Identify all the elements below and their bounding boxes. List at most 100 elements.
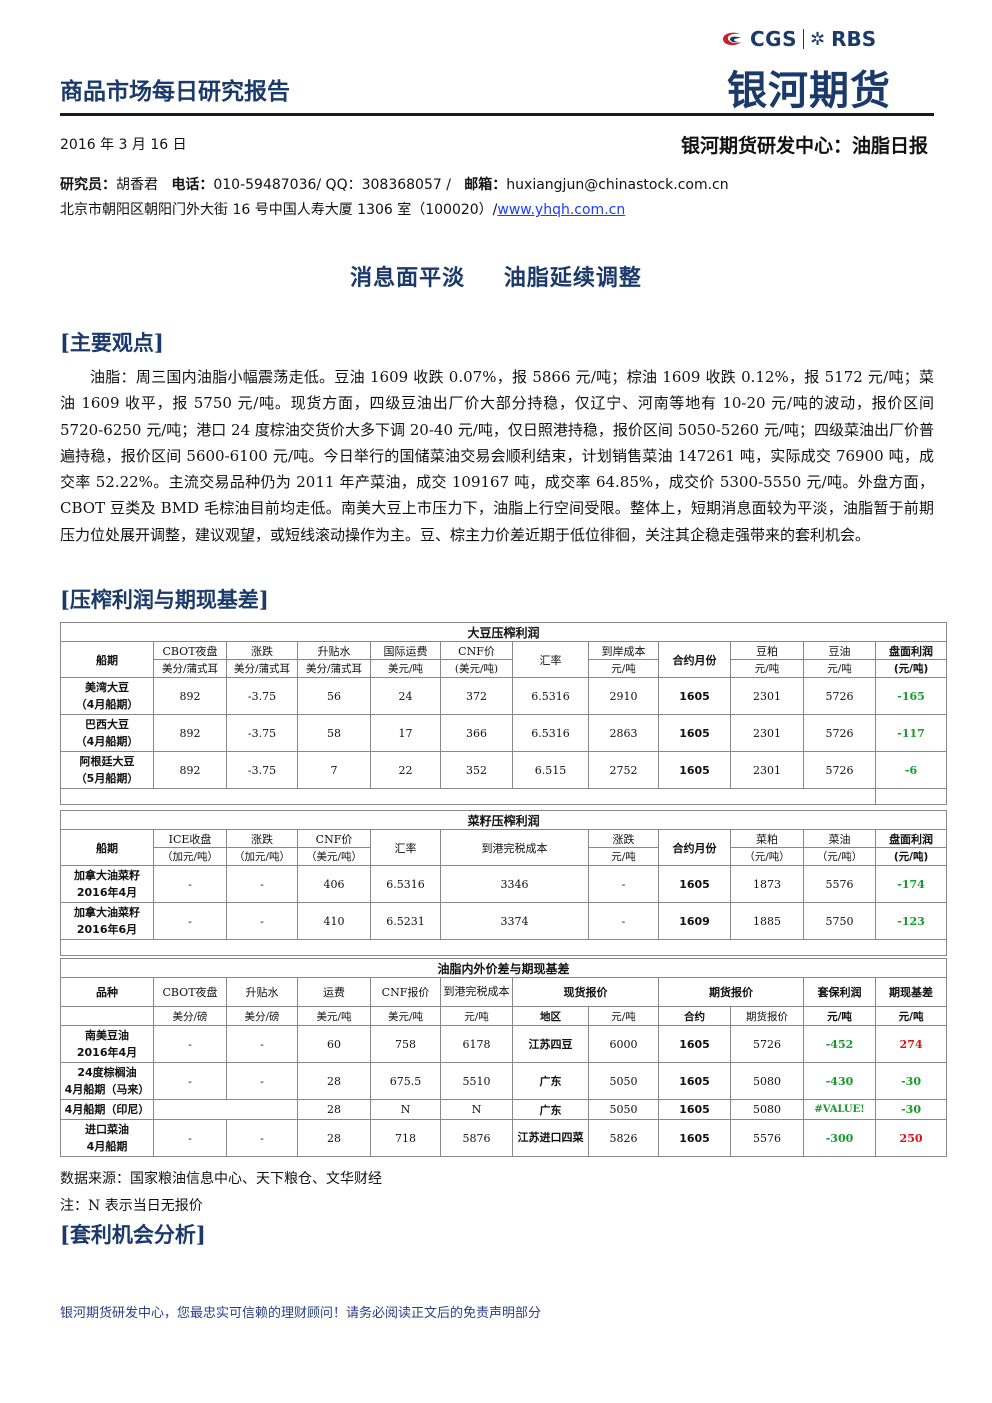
cell: 366 [440, 714, 513, 752]
cell: 352 [440, 751, 513, 789]
cell: 892 [153, 677, 227, 715]
cell: - [226, 865, 298, 903]
unit-cost: 元/吨 [588, 659, 659, 678]
th-cnf: CNF价 [297, 829, 371, 848]
cell: 892 [153, 714, 227, 752]
basis-table-title: 油脂内外价差与期现基差 [59, 958, 948, 978]
soy-table-title: 大豆压榨利润 [59, 622, 948, 642]
rapeseed-table-title: 菜籽压榨利润 [59, 810, 948, 830]
th-profit: 盘面利润 [874, 829, 948, 848]
unit-hedge: 元/吨 [803, 1006, 876, 1026]
cell: 1605 [658, 1119, 731, 1157]
table-row: 巴西大豆（4月船期） 892 -3.75 58 17 366 6.5316 28… [60, 714, 948, 752]
logo-separator [803, 29, 804, 49]
cell: 22 [370, 751, 441, 789]
cell: 5080 [730, 1099, 804, 1120]
th-cnf: CNF报价 [370, 977, 441, 1007]
cell: - [588, 865, 659, 903]
cell: 5826 [588, 1119, 659, 1157]
basis-cell: -30 [874, 1099, 948, 1120]
hedge-cell: #VALUE! [803, 1099, 876, 1120]
data-source-note: 数据来源：国家粮油信息中心、天下粮仓、文华财经 [60, 1171, 382, 1187]
cell: 5726 [730, 1025, 804, 1063]
cell: 2301 [730, 714, 804, 752]
main-title: 消息面平淡 油脂延续调整 [350, 265, 642, 291]
th-ice: ICE收盘 [153, 829, 227, 848]
cell: 6.5316 [512, 677, 589, 715]
cell: 5726 [803, 714, 876, 752]
address-text: 北京市朝阳区朝阳门外大街 16 号中国人寿大厦 1306 室（100020）/ [60, 202, 498, 218]
website-link[interactable]: www.yhqh.com.cn [497, 202, 626, 218]
unit-basis: 元/吨 [874, 1006, 948, 1026]
cell: 2301 [730, 751, 804, 789]
email-value[interactable]: huxiangjun@chinastock.com.cn [506, 177, 729, 193]
cell: 758 [370, 1025, 441, 1063]
cell: 广东 [512, 1062, 589, 1100]
th-cost: 到港完税成本 [440, 829, 589, 866]
th-premium: 升贴水 [226, 977, 298, 1007]
th-cnf: CNF价 [440, 641, 513, 660]
th-cbot: CBOT夜盘 [153, 977, 227, 1007]
soy-crush-table: 大豆压榨利润 船期 CBOT夜盘 涨跌 升贴水 国际运费 CNF价 汇率 到岸成… [59, 622, 948, 805]
unit-cost: 元/吨 [440, 1006, 513, 1026]
row-label: 美湾大豆（4月船期） [60, 677, 154, 715]
cell: 1885 [730, 902, 804, 940]
row-label: 4月船期（印尼） [60, 1099, 154, 1120]
unit-chg2: 元/吨 [588, 847, 659, 866]
cell: - [226, 1025, 298, 1063]
unit-contract: 合约 [658, 1006, 731, 1026]
cell: - [588, 902, 659, 940]
cell: 2863 [588, 714, 659, 752]
cell: 2301 [730, 677, 804, 715]
cell: 6.5316 [512, 714, 589, 752]
n-note: 注：N 表示当日无报价 [60, 1198, 203, 1214]
cell: 56 [297, 677, 371, 715]
cell: 5876 [440, 1119, 513, 1157]
unit-chg: 美分/蒲式耳 [226, 659, 298, 678]
unit-oil: （元/吨） [803, 847, 876, 866]
th-hedge: 套保利润 [803, 977, 876, 1007]
unit-chg: （加元/吨） [226, 847, 298, 866]
profit-cell: -165 [874, 677, 948, 715]
section-main-view: [主要观点] [60, 330, 164, 355]
unit-premium: 美分/蒲式耳 [297, 659, 371, 678]
row-label: 巴西大豆（4月船期） [60, 714, 154, 752]
cell: - [226, 902, 298, 940]
cell: 5750 [803, 902, 876, 940]
th-cost: 到岸成本 [588, 641, 659, 660]
cell: 58 [297, 714, 371, 752]
section-profit: [压榨利润与期现基差] [60, 587, 269, 612]
cell: 3346 [440, 865, 589, 903]
th-meal: 豆粕 [730, 641, 804, 660]
cell: 江苏进口四菜 [512, 1119, 589, 1157]
th-month: 合约月份 [658, 641, 731, 678]
cell: 1605 [658, 1062, 731, 1100]
th-fx: 汇率 [370, 829, 441, 866]
cell: 6.5231 [370, 902, 441, 940]
th-cost: 到港完税成本 [440, 977, 513, 1007]
basis-cell: 274 [874, 1025, 948, 1063]
cell: - [226, 1119, 298, 1157]
th-freight: 国际运费 [370, 641, 441, 660]
unit-profit: (元/吨) [874, 847, 948, 866]
cell: 718 [370, 1119, 441, 1157]
profit-cell: -117 [874, 714, 948, 752]
th-ship: 船期 [60, 829, 154, 866]
cell: 17 [370, 714, 441, 752]
cell: 5050 [588, 1099, 659, 1120]
section-arbitrage: [套利机会分析] [60, 1222, 206, 1247]
report-kind: 商品市场每日研究报告 [60, 79, 290, 105]
cgs-swirl-icon [723, 32, 741, 46]
th-premium: 升贴水 [297, 641, 371, 660]
unit-cbot: 美分/蒲式耳 [153, 659, 227, 678]
basis-cell: -30 [874, 1062, 948, 1100]
cell: 5080 [730, 1062, 804, 1100]
th-profit: 盘面利润 [874, 641, 948, 660]
cell: -3.75 [226, 751, 298, 789]
